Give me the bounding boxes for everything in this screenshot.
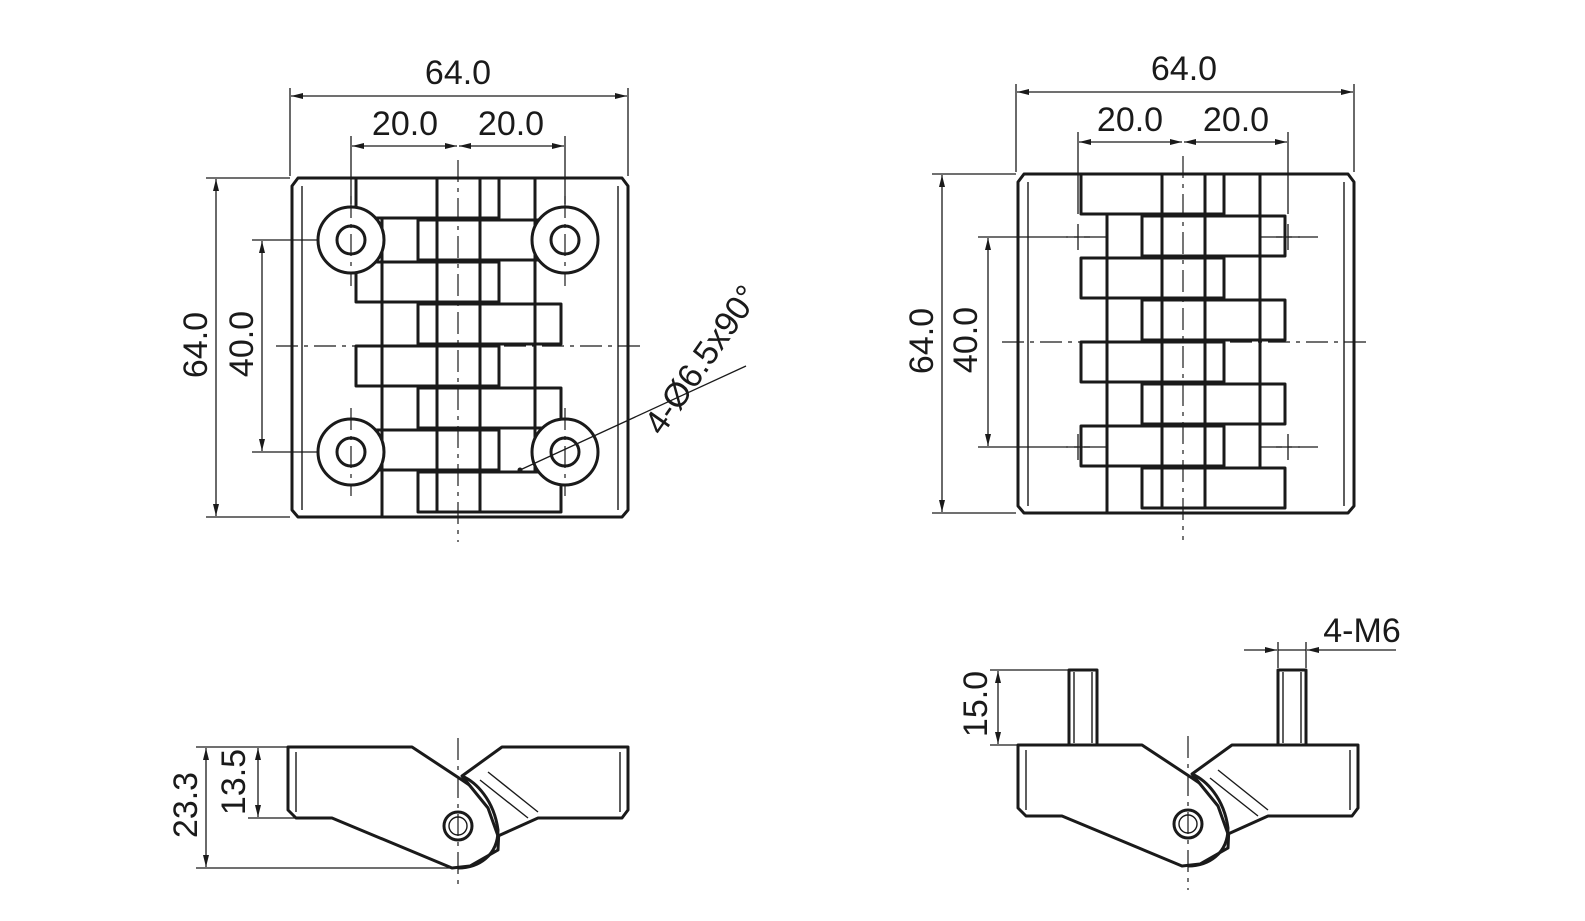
- width-dimension-label: 64.0: [425, 54, 491, 92]
- overall-height-label: 23.3: [167, 772, 205, 838]
- pitch-left-label: 20.0: [1097, 101, 1163, 139]
- width-dimension-label: 64.0: [1151, 50, 1217, 88]
- side-view-countersunk: 23.3 13.5: [167, 738, 630, 890]
- knuckle-profile: [1187, 772, 1230, 868]
- threaded-stud: [1067, 668, 1099, 747]
- knuckle-profile: [457, 774, 500, 870]
- left-leaf-profile: [1016, 743, 1232, 868]
- knuckle-group: [1079, 172, 1287, 513]
- top-view-studs: 64.0 20.0 20.0 64.0 40.0: [903, 50, 1368, 540]
- hole-spacing-label: 40.0: [223, 311, 261, 377]
- pitch-left-label: 20.0: [372, 105, 438, 143]
- pitch-right-label: 20.0: [478, 105, 544, 143]
- side-view-studs: 15.0 4-M6: [957, 612, 1401, 890]
- left-leaf-profile: [286, 745, 502, 870]
- stud-center-mark: [1046, 434, 1106, 460]
- stud-length-label: 15.0: [957, 671, 995, 737]
- stud-center-mark: [1046, 224, 1106, 250]
- top-view-countersunk: 64.0 20.0 20.0 64.0 40.0 4-Ø6.5x90°: [177, 54, 767, 542]
- hole-callout-leader: [519, 365, 747, 471]
- height-dimension-label: 64.0: [903, 308, 941, 374]
- pitch-right-label: 20.0: [1203, 101, 1269, 139]
- height-dimension-label: 64.0: [177, 312, 215, 378]
- thread-label: 4-M6: [1323, 612, 1400, 650]
- hole-callout-label: 4-Ø6.5x90°: [637, 278, 767, 441]
- stud-center-mark: [1260, 434, 1318, 460]
- threaded-stud: [1276, 668, 1308, 747]
- leaf-height-label: 13.5: [215, 749, 253, 815]
- stud-spacing-label: 40.0: [947, 307, 985, 373]
- stud-center-mark: [1260, 224, 1318, 250]
